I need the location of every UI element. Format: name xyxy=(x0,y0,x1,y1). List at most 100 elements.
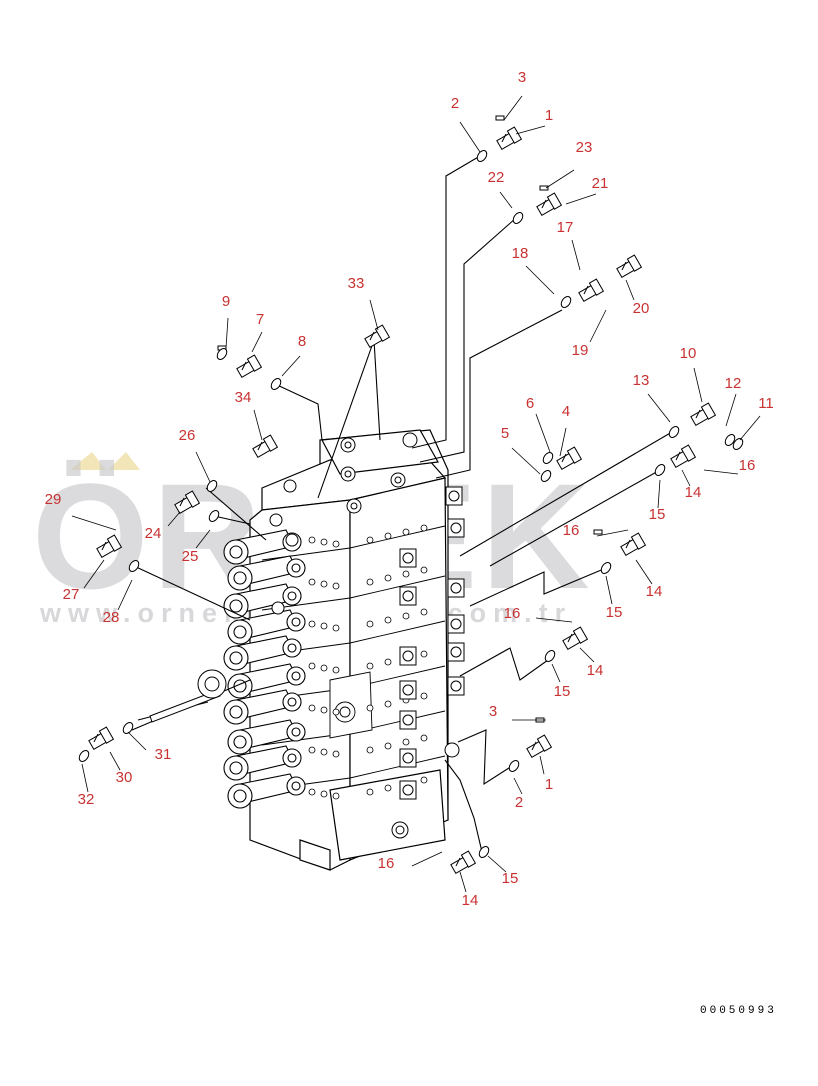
leader-line xyxy=(635,559,653,585)
o-ring xyxy=(476,150,488,162)
leader-line xyxy=(117,579,133,611)
leader-line xyxy=(225,317,229,349)
leader-line xyxy=(109,751,121,771)
right-side-plugs xyxy=(399,486,465,800)
leader-line xyxy=(195,451,211,483)
leader-line xyxy=(703,469,739,475)
leader-line xyxy=(596,529,629,537)
leader-line xyxy=(681,469,691,487)
leader-line xyxy=(605,575,613,605)
port-hole xyxy=(384,700,392,708)
port-hole xyxy=(384,574,392,582)
port-hole xyxy=(332,792,340,800)
solenoid-spool xyxy=(227,719,306,755)
plug xyxy=(447,614,465,634)
fitting xyxy=(620,532,647,557)
leader-line xyxy=(559,427,567,457)
leader-line xyxy=(411,851,443,867)
o-rings xyxy=(78,150,744,858)
callout-c17: 17 xyxy=(557,219,574,236)
callout-c16d: 16 xyxy=(378,855,395,872)
leader-line xyxy=(487,855,507,873)
leader-line xyxy=(253,409,263,441)
port-hole xyxy=(420,650,428,658)
spool-rod xyxy=(149,669,227,723)
leader-line xyxy=(571,239,581,271)
o-ring xyxy=(478,846,490,858)
leader-line xyxy=(545,169,575,189)
o-ring xyxy=(724,434,736,446)
leader-line xyxy=(693,367,703,403)
port-hole xyxy=(332,666,340,674)
port-hole xyxy=(320,748,328,756)
leader-line xyxy=(551,663,561,683)
port-hole xyxy=(308,620,316,628)
callout-c22: 22 xyxy=(488,169,505,186)
watermark-accent-right xyxy=(108,452,140,470)
leader-line xyxy=(647,393,671,423)
top-bolts xyxy=(269,432,460,839)
solenoid-spool xyxy=(223,745,302,781)
plug xyxy=(399,680,417,700)
solenoid-spool xyxy=(223,583,302,619)
callout-c8: 8 xyxy=(298,333,306,350)
callout-numbers: 1234567891011121314141414151515151616161… xyxy=(45,69,774,909)
callout-c15c: 15 xyxy=(554,683,571,700)
leader-line xyxy=(167,511,181,527)
callout-c16b: 16 xyxy=(563,522,580,539)
leader-line xyxy=(589,309,607,343)
callout-c30: 30 xyxy=(116,769,133,786)
plug xyxy=(399,548,417,568)
solenoid-spools xyxy=(223,529,306,809)
leader-line xyxy=(539,755,545,775)
port-hole xyxy=(402,570,410,578)
port-hole xyxy=(366,788,374,796)
port-hole xyxy=(420,524,428,532)
leader-line xyxy=(83,559,105,589)
leader-line xyxy=(195,529,211,549)
plug xyxy=(445,486,463,506)
port-hole xyxy=(402,612,410,620)
fitting xyxy=(174,490,201,515)
callout-c12: 12 xyxy=(725,375,742,392)
callout-c33: 33 xyxy=(348,275,365,292)
leader-line xyxy=(459,121,481,153)
plug xyxy=(447,642,465,662)
callout-c3b: 3 xyxy=(489,703,497,720)
callout-c15a: 15 xyxy=(649,506,666,523)
callout-c13: 13 xyxy=(633,372,650,389)
callout-c25: 25 xyxy=(182,548,199,565)
port-hole xyxy=(384,784,392,792)
callout-c16c: 16 xyxy=(504,605,521,622)
leader-line xyxy=(511,447,541,475)
leader-line xyxy=(71,515,117,531)
plug xyxy=(399,646,417,666)
pin xyxy=(495,115,505,121)
callout-c2a: 2 xyxy=(451,95,459,112)
port-hole xyxy=(384,616,392,624)
port-hole xyxy=(366,536,374,544)
port-hole xyxy=(366,704,374,712)
pin xyxy=(539,185,549,191)
solenoid-spool xyxy=(223,635,302,671)
leader-line xyxy=(369,299,379,331)
fittings xyxy=(88,115,717,875)
o-ring xyxy=(508,760,520,772)
valve-section-lines xyxy=(261,525,446,791)
leader-line xyxy=(535,413,551,453)
watermark-accent-left xyxy=(70,452,106,470)
callout-c1b: 1 xyxy=(545,776,553,793)
leader-line xyxy=(739,415,761,441)
o-ring xyxy=(544,650,556,662)
callout-c11: 11 xyxy=(758,395,774,412)
callout-c1a: 1 xyxy=(545,107,553,124)
plug xyxy=(399,748,417,768)
callout-c32: 32 xyxy=(78,791,95,808)
port-hole xyxy=(320,580,328,588)
callout-c5: 5 xyxy=(501,425,509,442)
port-hole xyxy=(320,622,328,630)
fitting xyxy=(526,734,553,759)
callout-c7: 7 xyxy=(256,311,264,328)
o-ring xyxy=(78,750,90,762)
